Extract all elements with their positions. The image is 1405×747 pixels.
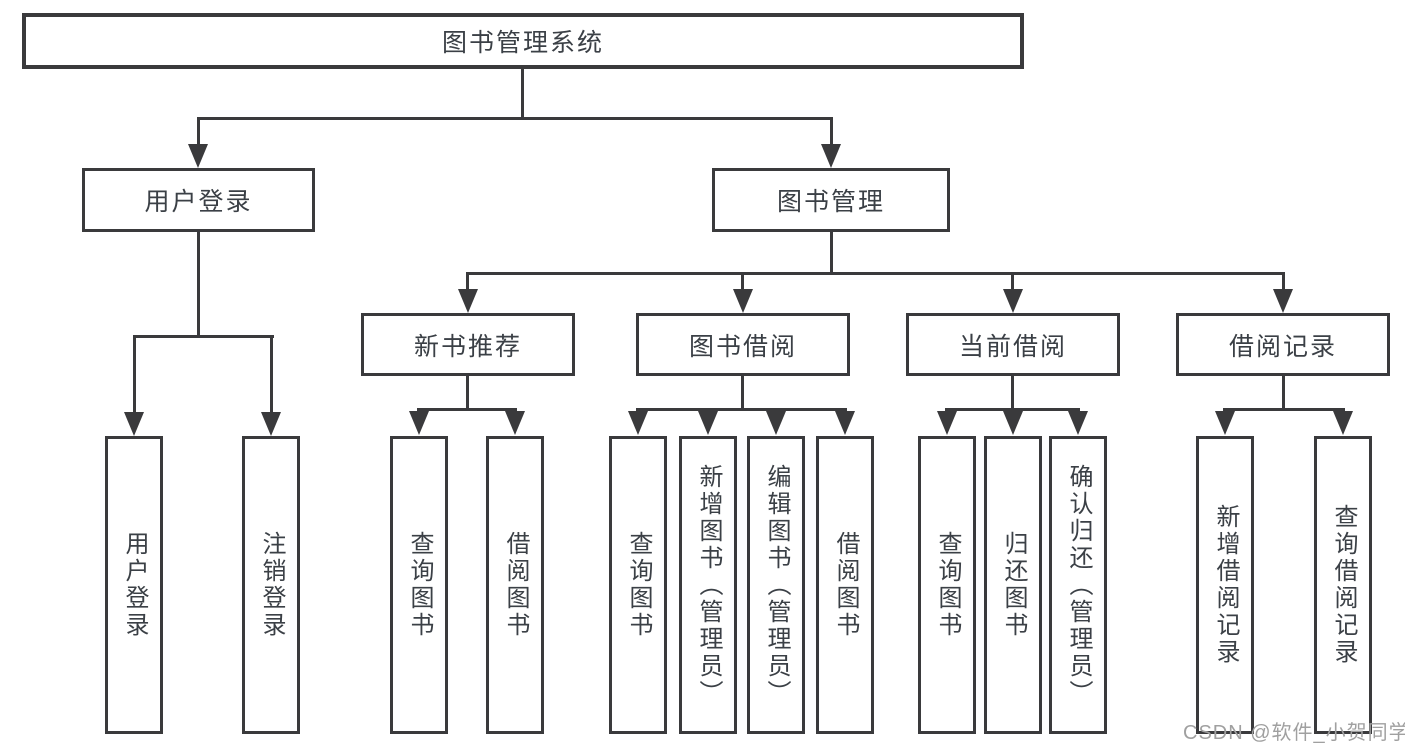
leaf-label: 借阅图书: [832, 531, 859, 639]
leaf-label: 查询图书: [406, 531, 433, 639]
node-label: 图书管理系统: [441, 29, 604, 57]
leaf-label: 归还图书: [1000, 531, 1027, 639]
connector-line: [270, 335, 273, 413]
connector-line: [830, 117, 833, 146]
node-user-login: 用户登录: [82, 168, 315, 232]
connector-line: [830, 232, 833, 274]
connector-line: [945, 408, 1080, 411]
arrow-down-icon: [937, 411, 957, 435]
arrow-down-icon: [628, 411, 648, 435]
leaf-query-books-current: 查询图书: [918, 436, 976, 734]
arrow-down-icon: [409, 411, 429, 435]
node-label: 当前借阅: [958, 332, 1067, 361]
leaf-return-books: 归还图书: [984, 436, 1042, 734]
csdn-watermark: CSDN @软件_小贺同学: [1183, 722, 1405, 744]
arrow-down-icon: [1215, 411, 1235, 435]
arrow-down-icon: [1333, 411, 1353, 435]
leaf-user-login: 用户登录: [105, 436, 163, 734]
connector-line: [197, 117, 833, 120]
connector-line: [1282, 272, 1285, 292]
leaf-label: 注销登录: [258, 531, 285, 639]
connector-line: [133, 335, 274, 338]
node-label: 用户登录: [144, 188, 253, 216]
arrow-down-icon: [766, 411, 786, 435]
arrow-down-icon: [505, 411, 525, 435]
connector-line: [1223, 408, 1345, 411]
leaf-label: 用户登录: [121, 531, 148, 639]
arrow-down-icon: [835, 411, 855, 435]
connector-line: [133, 335, 136, 413]
leaf-query-books-recommend: 查询图书: [390, 436, 448, 734]
leaf-label: 编辑图书（管理员）: [763, 463, 790, 707]
arrow-down-icon: [188, 144, 208, 168]
arrow-down-icon: [124, 412, 144, 436]
arrow-down-icon: [1003, 289, 1023, 313]
connector-line: [1011, 272, 1014, 292]
arrow-down-icon: [1068, 411, 1088, 435]
node-book-borrowing: 图书借阅: [636, 313, 850, 376]
node-current-borrowing: 当前借阅: [906, 313, 1120, 376]
node-borrowing-records: 借阅记录: [1176, 313, 1390, 376]
node-label: 借阅记录: [1228, 332, 1337, 361]
arrow-down-icon: [1273, 289, 1293, 313]
leaf-label: 新增图书（管理员）: [695, 463, 722, 707]
leaf-label: 借阅图书: [502, 531, 529, 639]
leaf-label: 查询图书: [934, 531, 961, 639]
node-label: 图书借阅: [688, 332, 797, 361]
connector-line: [197, 117, 200, 146]
node-label: 图书管理: [776, 188, 885, 216]
leaf-edit-books-admin: 编辑图书（管理员）: [747, 436, 805, 734]
connector-line: [741, 376, 744, 411]
arrow-down-icon: [458, 289, 478, 313]
node-new-book-recommendation: 新书推荐: [361, 313, 575, 376]
leaf-label: 查询图书: [625, 531, 652, 639]
connector-line: [521, 69, 524, 118]
connector-line: [197, 232, 200, 337]
node-library-management-system: 图书管理系统: [22, 13, 1024, 69]
leaf-add-books-admin: 新增图书（管理员）: [679, 436, 737, 734]
leaf-query-books-borrow: 查询图书: [609, 436, 667, 734]
connector-line: [1011, 376, 1014, 411]
arrow-down-icon: [733, 289, 753, 313]
leaf-label: 查询借阅记录: [1330, 504, 1357, 666]
connector-line: [417, 408, 517, 411]
arrow-down-icon: [1003, 411, 1023, 435]
leaf-logout: 注销登录: [242, 436, 300, 734]
leaf-borrow-books: 借阅图书: [816, 436, 874, 734]
leaf-add-borrow-record: 新增借阅记录: [1196, 436, 1254, 734]
node-label: 新书推荐: [413, 332, 522, 361]
leaf-label: 新增借阅记录: [1212, 504, 1239, 666]
connector-line: [466, 376, 469, 411]
connector-line: [466, 272, 469, 292]
connector-line: [741, 272, 744, 292]
arrow-down-icon: [698, 411, 718, 435]
leaf-confirm-return-admin: 确认归还（管理员）: [1049, 436, 1107, 734]
leaf-label: 确认归还（管理员）: [1065, 463, 1092, 707]
arrow-down-icon: [261, 412, 281, 436]
arrow-down-icon: [821, 144, 841, 168]
connector-line: [636, 408, 847, 411]
leaf-query-borrow-record: 查询借阅记录: [1314, 436, 1372, 734]
node-book-management: 图书管理: [712, 168, 950, 232]
connector-line: [467, 272, 1285, 275]
leaf-borrow-books-recommend: 借阅图书: [486, 436, 544, 734]
connector-line: [1282, 376, 1285, 411]
